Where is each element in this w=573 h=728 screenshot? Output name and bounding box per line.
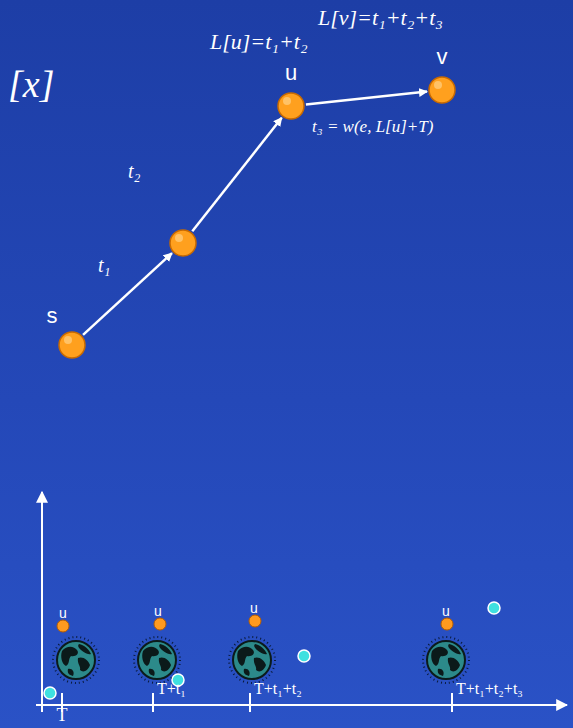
vertex-name: u [285, 62, 297, 84]
edge-arrow [83, 253, 172, 335]
time-tick-label: T+t₁ [157, 680, 186, 698]
vertex-circle [58, 331, 86, 359]
vertex-marker-name: u [250, 601, 258, 616]
edge-arrow [192, 118, 281, 231]
edge-weight: t₃ = w(e, L[u]+T) [312, 118, 433, 137]
graph-vertex [169, 229, 197, 257]
edge-weight: t₁ [98, 254, 111, 276]
distance-label: [x] [8, 64, 54, 106]
edge-arrow [306, 92, 427, 105]
graph-vertex: u [277, 92, 305, 120]
time-tick-label: T [57, 706, 68, 726]
vertex-name: v [437, 46, 448, 68]
vertex-circle [277, 92, 305, 120]
time-tick-label: T+t₁+t₂ [254, 680, 302, 698]
vertex-marker-name: u [442, 604, 450, 619]
graph-vertex: s [58, 331, 86, 359]
edge-weight: t₂ [128, 160, 141, 182]
vertex-marker-name: u [154, 604, 162, 619]
time-tick-label: T+t₁+t₂+t₃ [456, 680, 523, 698]
distance-label: L[u]=t₁+t₂ [210, 30, 308, 54]
vertex-circle [169, 229, 197, 257]
distance-label: L[v]=t₁+t₂+t₃ [318, 6, 443, 30]
vertex-circle [428, 76, 456, 104]
vertex-name: s [47, 305, 58, 327]
vertex-marker-name: u [59, 606, 67, 621]
graph-vertex: v [428, 76, 456, 104]
